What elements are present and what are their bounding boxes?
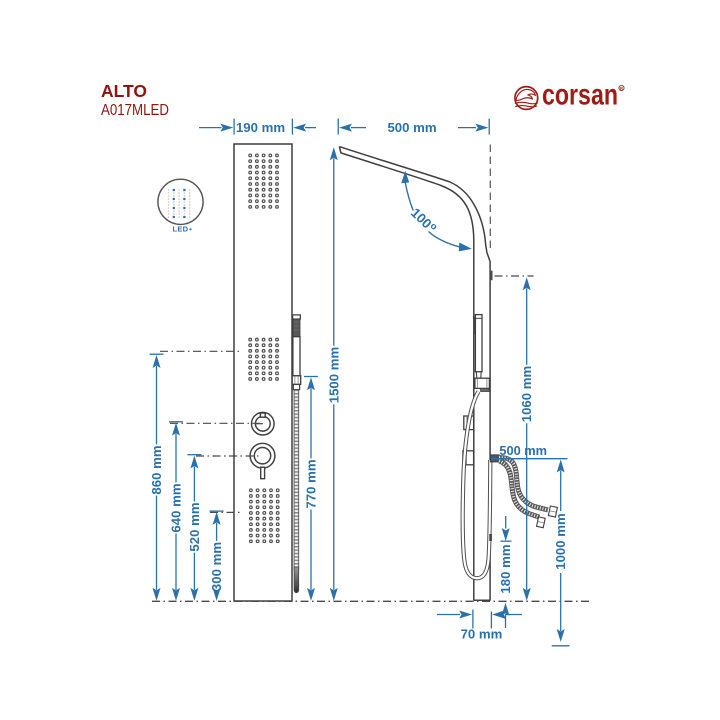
svg-text:corsan: corsan [542, 79, 618, 112]
svg-text:1060 mm: 1060 mm [519, 366, 534, 422]
svg-text:640 mm: 640 mm [169, 483, 184, 532]
svg-text:70 mm: 70 mm [461, 627, 503, 642]
svg-text:1000 mm: 1000 mm [553, 513, 568, 569]
svg-text:180 mm: 180 mm [498, 544, 513, 593]
svg-text:860 mm: 860 mm [149, 445, 164, 494]
svg-text:770 mm: 770 mm [304, 459, 319, 508]
svg-text:520 mm: 520 mm [187, 502, 202, 551]
svg-text:1500 mm: 1500 mm [326, 347, 341, 403]
svg-text:LED: LED [173, 225, 189, 234]
svg-text:ALTO: ALTO [101, 81, 147, 101]
svg-text:A017MLED: A017MLED [101, 102, 169, 119]
svg-text:190 mm: 190 mm [236, 120, 285, 135]
svg-text:R: R [620, 86, 623, 91]
svg-text:500 mm: 500 mm [387, 120, 436, 135]
svg-text:500 mm: 500 mm [499, 443, 547, 458]
svg-text:300 mm: 300 mm [209, 542, 224, 591]
